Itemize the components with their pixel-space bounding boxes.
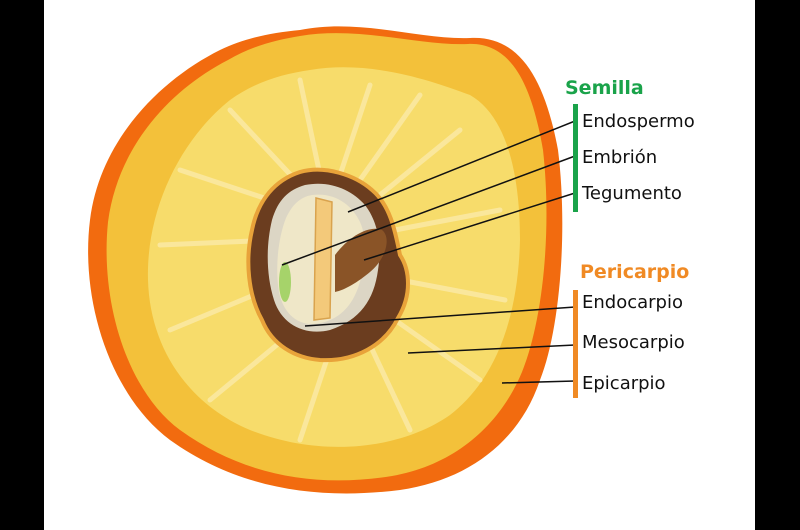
label-endocarpio: Endocarpio: [582, 292, 683, 313]
semilla-bracket: [573, 104, 578, 212]
label-endospermo: Endospermo: [582, 111, 695, 132]
label-mesocarpio: Mesocarpio: [582, 332, 685, 353]
label-epicarpio: Epicarpio: [582, 373, 666, 394]
pericarpio-title: Pericarpio: [580, 261, 689, 283]
tegument-shape: [335, 228, 387, 292]
leader-lines: [281, 120, 576, 384]
semilla-title: Semilla: [565, 77, 644, 99]
label-embrion: Embrión: [582, 147, 657, 168]
pericarpio-bracket: [573, 290, 578, 398]
embryo-tip-shape: [279, 262, 291, 302]
label-tegumento: Tegumento: [581, 183, 682, 204]
embryo-shape: [313, 197, 333, 321]
